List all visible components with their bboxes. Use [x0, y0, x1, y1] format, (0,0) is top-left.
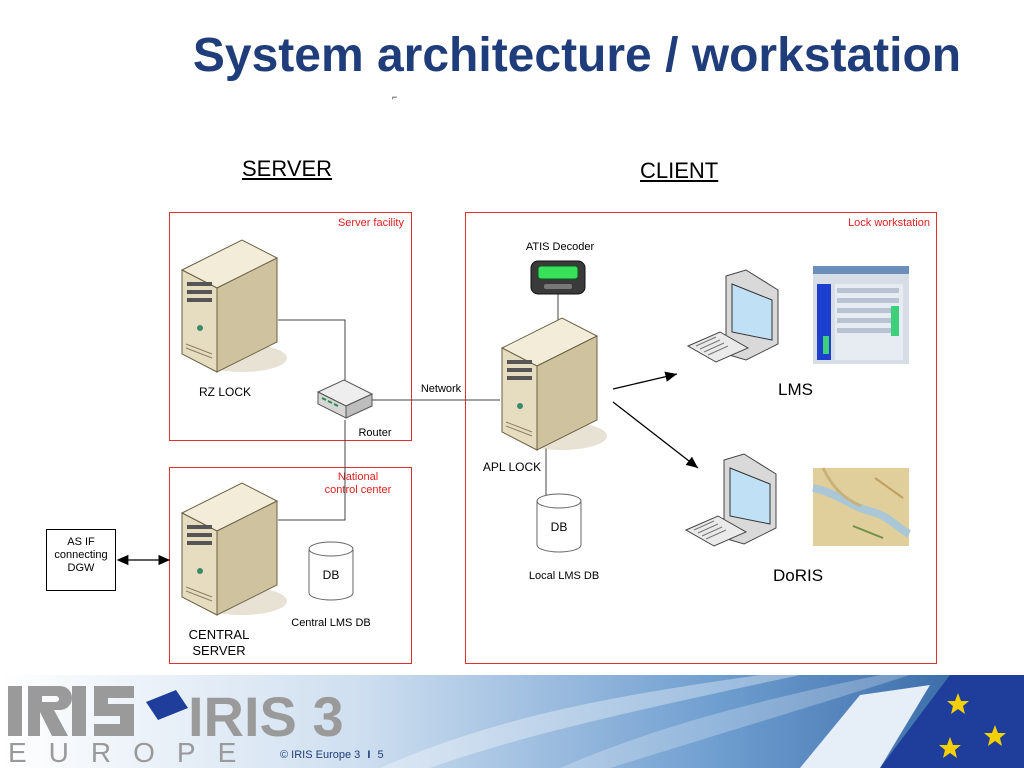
logo-europe: EUROPE [8, 737, 258, 768]
page-number: 5 [377, 749, 384, 761]
national-control-label: National control center [324, 471, 392, 496]
lock-workstation-frame [465, 212, 937, 664]
rz-lock-server-icon [180, 239, 287, 373]
local-db-icon [536, 493, 582, 553]
central-lms-db-label: Central LMS DB [291, 617, 371, 629]
doris-computer-icon [684, 453, 777, 547]
central-db-label: DB [322, 568, 340, 582]
arrow-to-lms [612, 371, 678, 390]
central-server-icon [180, 482, 287, 616]
rz-lock-label: RZ LOCK [198, 385, 251, 399]
lms-screenshot-thumbnail [813, 266, 909, 364]
local-db-label: DB [550, 520, 568, 534]
as-if-box: AS IF connecting DGW [46, 529, 116, 591]
doris-label: DoRIS [773, 566, 824, 585]
apl-lock-server-icon [500, 317, 607, 451]
atis-decoder-label: ATIS Decoder [525, 241, 595, 253]
central-db-icon [308, 541, 354, 601]
server-facility-frame [169, 212, 412, 441]
router-label: Router [358, 427, 392, 439]
server-heading: SERVER [242, 156, 333, 181]
network-label: Network [420, 383, 462, 395]
page-title: System architecture / workstation [192, 29, 962, 82]
central-server-label: CENTRAL SERVER [188, 627, 250, 658]
tiny-mark: ⌐ [392, 92, 398, 102]
footer-copyright: © IRIS Europe 3 I 5 [280, 749, 384, 761]
server-facility-label: Server facility [337, 217, 404, 229]
logo-three: IRIS 3 [188, 685, 344, 748]
router-icon [316, 379, 374, 419]
doris-map-thumbnail [812, 467, 912, 546]
footer-band [0, 675, 1024, 768]
rz-router-line [278, 319, 346, 380]
lms-computer-icon [686, 269, 779, 363]
national-control-frame [169, 467, 412, 664]
iris-europe-logo: IRIS 3 EUROPE [8, 685, 344, 768]
lms-label: LMS [778, 380, 813, 399]
apl-lock-label: APL LOCK [482, 460, 542, 474]
client-heading: CLIENT [640, 158, 719, 183]
atis-decoder-icon [530, 260, 586, 295]
lock-workstation-label: Lock workstation [848, 217, 930, 229]
local-lms-db-label: Local LMS DB [528, 570, 600, 582]
router-central-line [278, 420, 346, 521]
arrow-to-doris [612, 401, 699, 469]
